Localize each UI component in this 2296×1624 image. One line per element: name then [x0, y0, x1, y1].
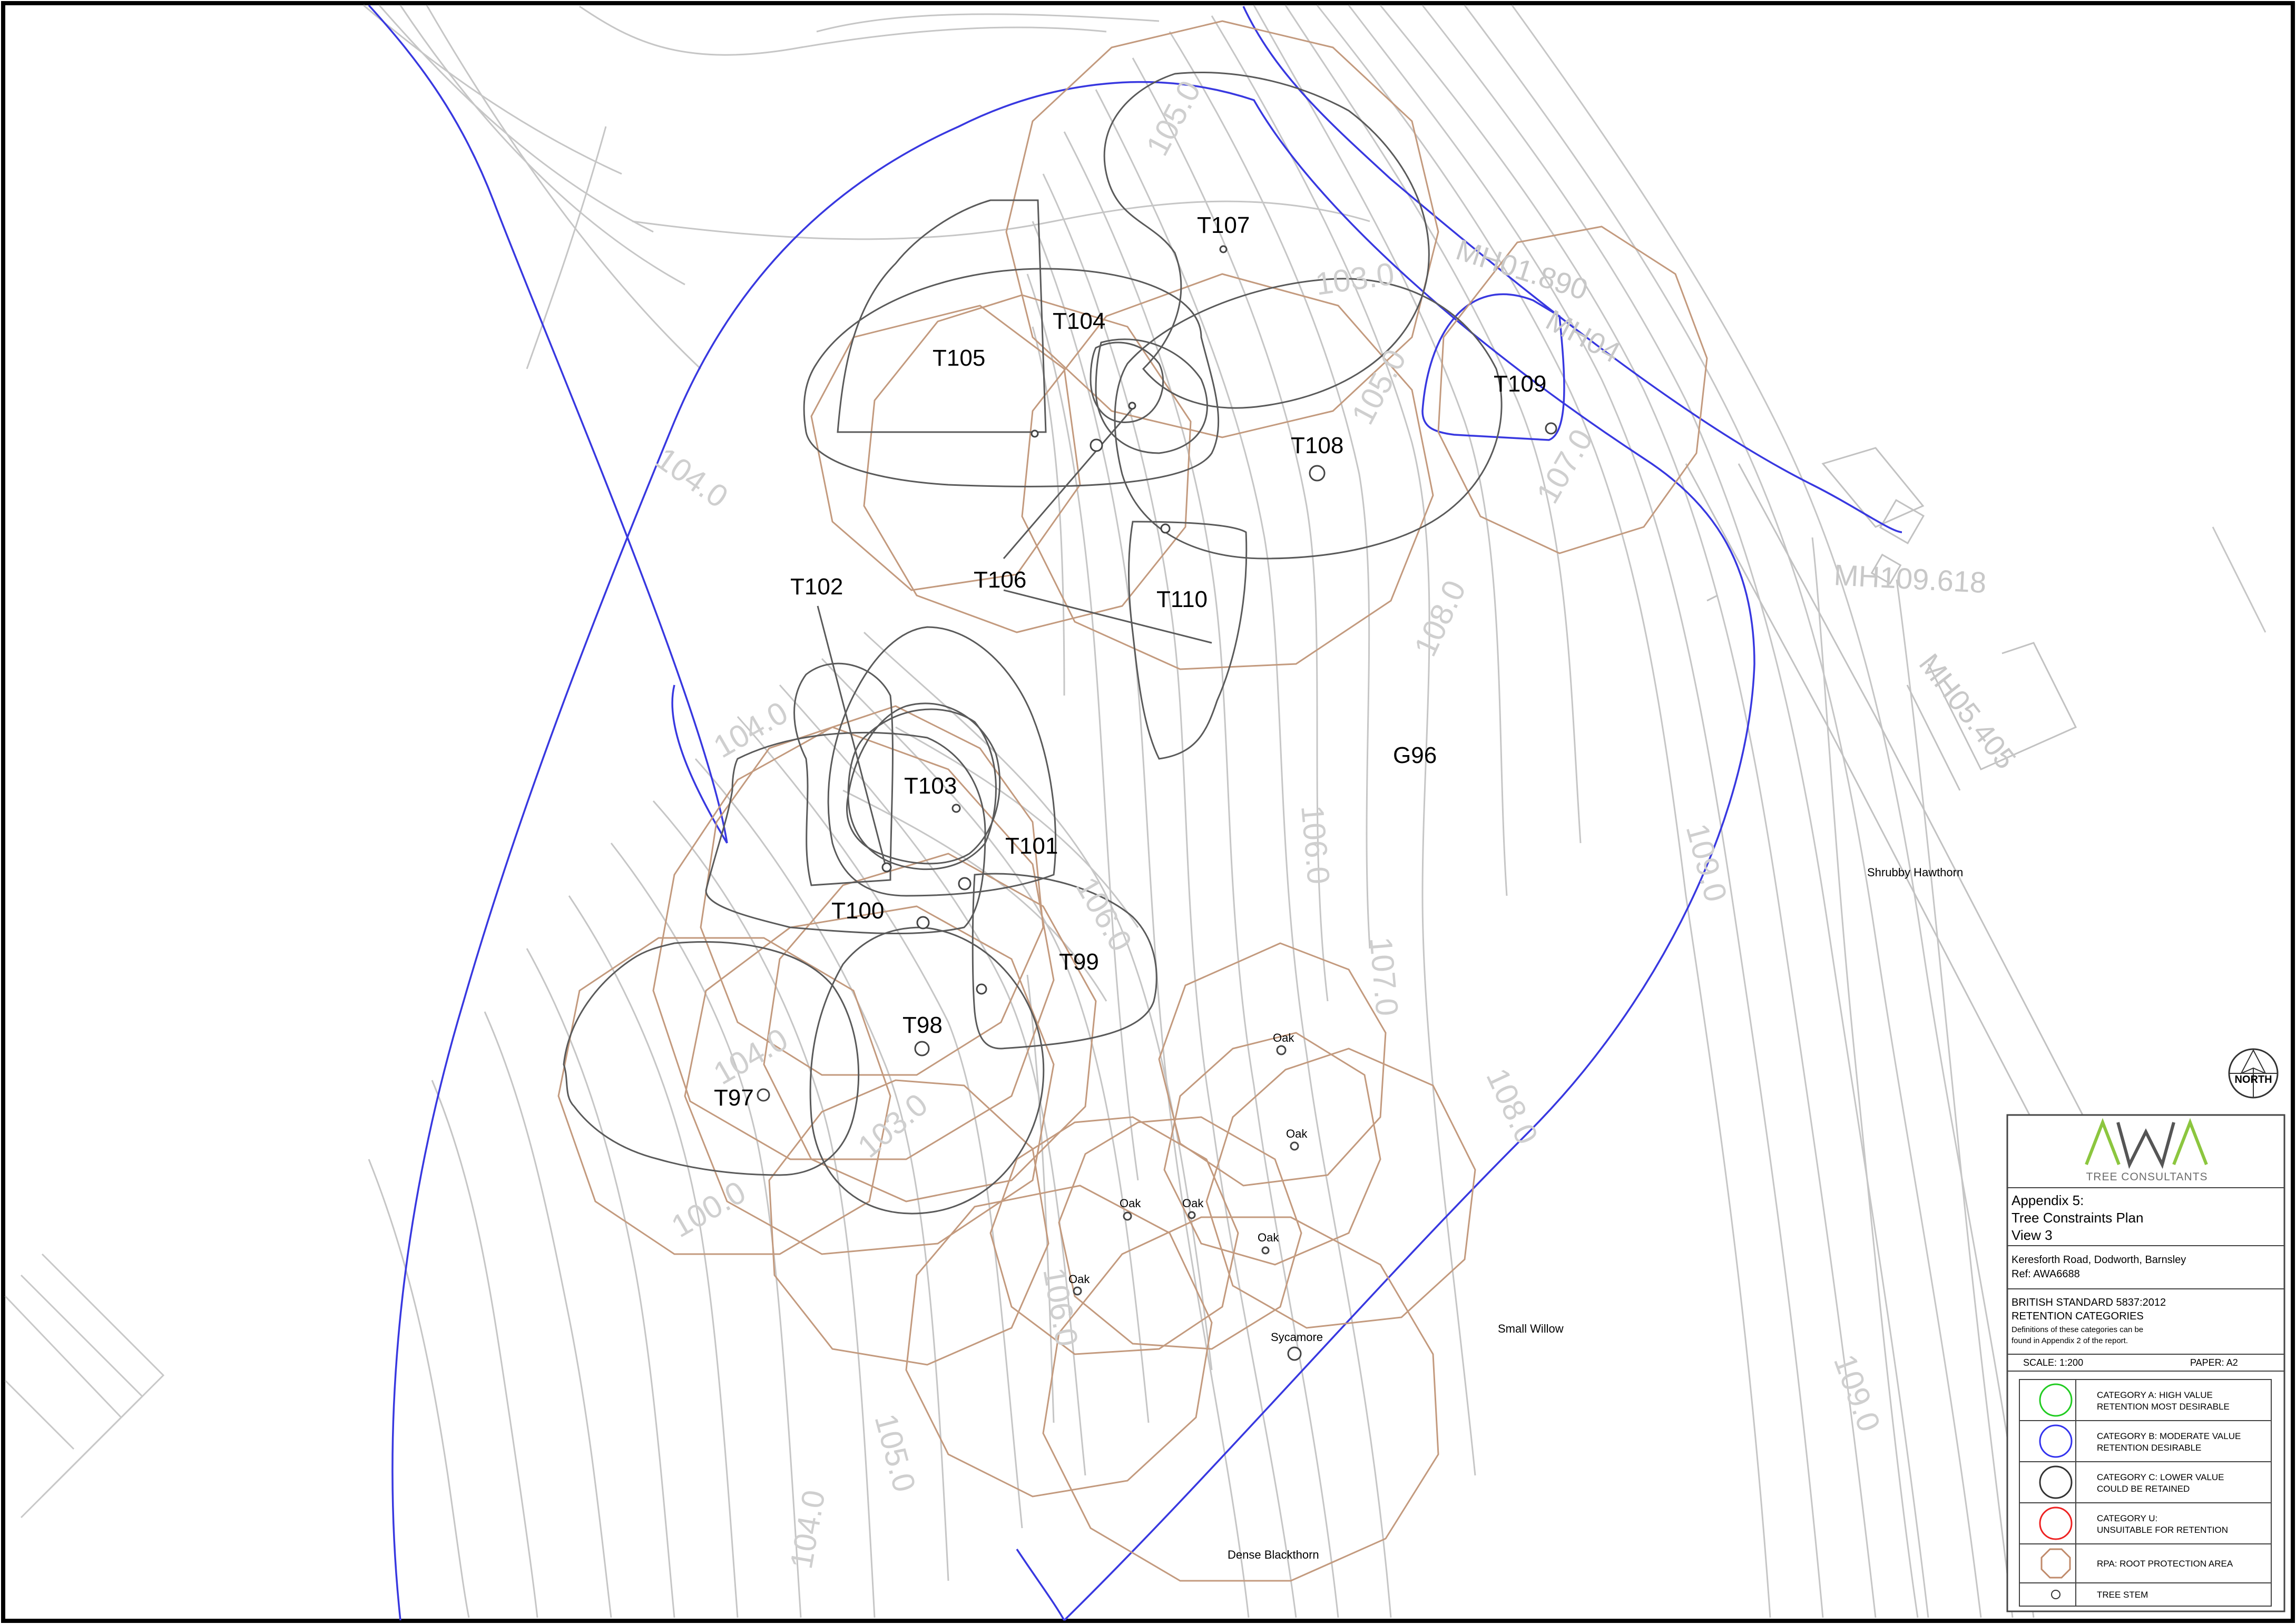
legend-label: CATEGORY B: MODERATE VALUE: [2097, 1431, 2241, 1441]
tree-stem-symbol: [2051, 1590, 2060, 1599]
tree-label-t98: T98: [902, 1012, 943, 1038]
legend-label: CATEGORY A: HIGH VALUE: [2097, 1390, 2213, 1400]
tree-label-t104: T104: [1053, 308, 1105, 334]
note-line: found in Appendix 2 of the report.: [2012, 1336, 2128, 1345]
tree-label-t100: T100: [831, 898, 884, 924]
category-c-symbol: [2039, 1465, 2073, 1499]
small-tree-label: Oak: [1068, 1273, 1090, 1286]
category-a-symbol: [2039, 1383, 2073, 1417]
legend-label: RETENTION DESIRABLE: [2097, 1443, 2201, 1453]
contour-label: 106.0: [1294, 804, 1337, 885]
note-line: Definitions of these categories can be: [2012, 1325, 2143, 1334]
small-tree-label: Oak: [1258, 1231, 1279, 1244]
contour-label: 107.0: [1363, 935, 1405, 1017]
tree-label-t99: T99: [1059, 949, 1099, 975]
tree-label-t107: T107: [1197, 212, 1250, 238]
category-u-symbol: [2039, 1506, 2073, 1540]
tree-stems: [757, 245, 1557, 1361]
tree-label-t106: T106: [974, 567, 1026, 593]
site-line: Ref: AWA6688: [2012, 1268, 2080, 1280]
legend-label: TREE STEM: [2097, 1590, 2148, 1600]
scale-text: SCALE: 1:200: [2023, 1357, 2083, 1368]
legend-frame: [2019, 1379, 2272, 1607]
standard-line: BRITISH STANDARD 5837:2012: [2012, 1297, 2166, 1308]
logo-text: AWA: [2146, 1158, 2147, 1160]
legend-label: CATEGORY U:: [2097, 1513, 2157, 1523]
small-labels: Oak Oak Oak Oak Oak Oak Sycamore Shrubby…: [1068, 866, 1963, 1561]
title-line: Tree Constraints Plan: [2012, 1210, 2143, 1226]
hatched-feature: [4, 1253, 165, 1519]
small-tree-label: Oak: [1182, 1197, 1204, 1210]
survey-label-mh109: MH109.618: [1833, 558, 1987, 599]
group-label-g96: G96: [1393, 742, 1437, 768]
small-tree-label: Oak: [1273, 1031, 1294, 1044]
small-tree-label: Oak: [1286, 1127, 1308, 1140]
legend-label: UNSUITABLE FOR RETENTION: [2097, 1525, 2228, 1535]
title-block: AWA TREE CONSULTANTS Appendix 5: Tree Co…: [2006, 1114, 2285, 1612]
tree-label-t101: T101: [1005, 833, 1058, 859]
north-arrow: NORTH: [2228, 1048, 2279, 1099]
title-line: View 3: [2012, 1227, 2053, 1243]
site-line: Keresforth Road, Dodworth, Barnsley: [2012, 1254, 2186, 1266]
title-block-frame: [2006, 1114, 2285, 1612]
vegetation-note: Dense Blackthorn: [1228, 1548, 1319, 1561]
tree-label-t105: T105: [933, 345, 985, 371]
tree-labels: T97 T98 T99 T100 T101 T102 T103 T104 T10…: [714, 212, 1546, 1111]
title-line: Appendix 5:: [2012, 1192, 2084, 1208]
vegetation-note: Small Willow: [1498, 1322, 1564, 1335]
logo-subtitle: TREE CONSULTANTS: [2086, 1171, 2207, 1183]
category-b-symbol: [2039, 1424, 2073, 1458]
contour-lines: [363, 4, 2266, 1618]
standard-line: RETENTION CATEGORIES: [2012, 1310, 2144, 1322]
rpa-symbol: [2040, 1548, 2071, 1579]
awa-logo: AWA TREE CONSULTANTS: [2085, 1118, 2208, 1183]
paper-text: PAPER: A2: [2190, 1357, 2238, 1368]
legend: CATEGORY A: HIGH VALUE RETENTION MOST DE…: [2019, 1379, 2272, 1607]
legend-label: RETENTION MOST DESIRABLE: [2097, 1402, 2230, 1412]
legend-label: CATEGORY C: LOWER VALUE: [2097, 1472, 2224, 1482]
legend-label: COULD BE RETAINED: [2097, 1484, 2190, 1494]
legend-label: RPA: ROOT PROTECTION AREA: [2097, 1559, 2233, 1569]
rpa-polygons: [557, 20, 1708, 1582]
tree-label-t110: T110: [1156, 586, 1208, 612]
tree-label-t108: T108: [1291, 433, 1343, 458]
category-c-crowns: [563, 72, 1503, 1215]
tree-label-t109: T109: [1494, 371, 1546, 397]
small-tree-label: Oak: [1120, 1197, 1141, 1210]
north-label: NORTH: [2234, 1074, 2272, 1085]
small-tree-label: Sycamore: [1271, 1330, 1323, 1344]
tree-label-t97: T97: [714, 1085, 754, 1111]
tree-label-t102: T102: [790, 574, 843, 600]
vegetation-note: Shrubby Hawthorn: [1867, 866, 1963, 879]
tree-label-t103: T103: [904, 773, 957, 799]
category-b-outlines: [368, 4, 1902, 1621]
